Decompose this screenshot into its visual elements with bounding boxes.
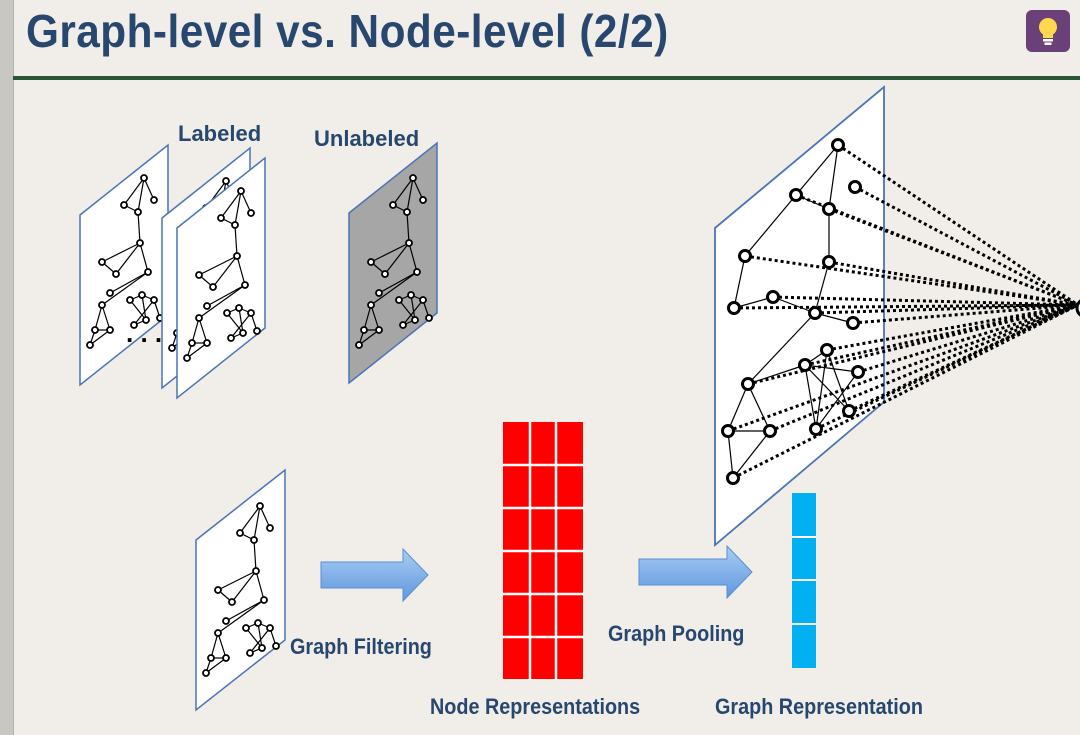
title-divider <box>13 76 1080 80</box>
labeled-graph-3 <box>176 156 266 400</box>
graph-pooling-caption: Graph Pooling <box>608 621 745 646</box>
graph-representation-vector <box>792 493 816 668</box>
large-graph-panel <box>714 85 885 547</box>
ellipsis: . . . <box>126 318 163 348</box>
graph-filtering-arrow <box>320 547 429 603</box>
graph-filtering-caption: Graph Filtering <box>290 634 432 659</box>
slide-title: Graph-level vs. Node-level (2/2) <box>26 5 669 57</box>
large-graph-edges <box>727 144 859 479</box>
graph-representation-caption: Graph Representation <box>715 694 923 719</box>
external-node <box>1075 299 1080 317</box>
input-graph <box>195 468 286 712</box>
left-edge-strip <box>0 0 14 735</box>
labeled-caption: Labeled <box>178 121 262 146</box>
graph-pooling-arrow <box>638 544 753 600</box>
large-graph-nodes <box>721 138 865 485</box>
labeled-graph-stack <box>79 143 266 400</box>
labeled-graph-1 <box>79 143 169 387</box>
node-representations-caption: Node Representations <box>430 694 641 719</box>
node-representation-matrix <box>503 422 583 679</box>
lightbulb-icon <box>1039 18 1057 45</box>
hint-button[interactable] <box>1026 10 1070 52</box>
unlabeled-graph <box>348 141 438 385</box>
unlabeled-caption: Unlabeled <box>314 126 420 151</box>
